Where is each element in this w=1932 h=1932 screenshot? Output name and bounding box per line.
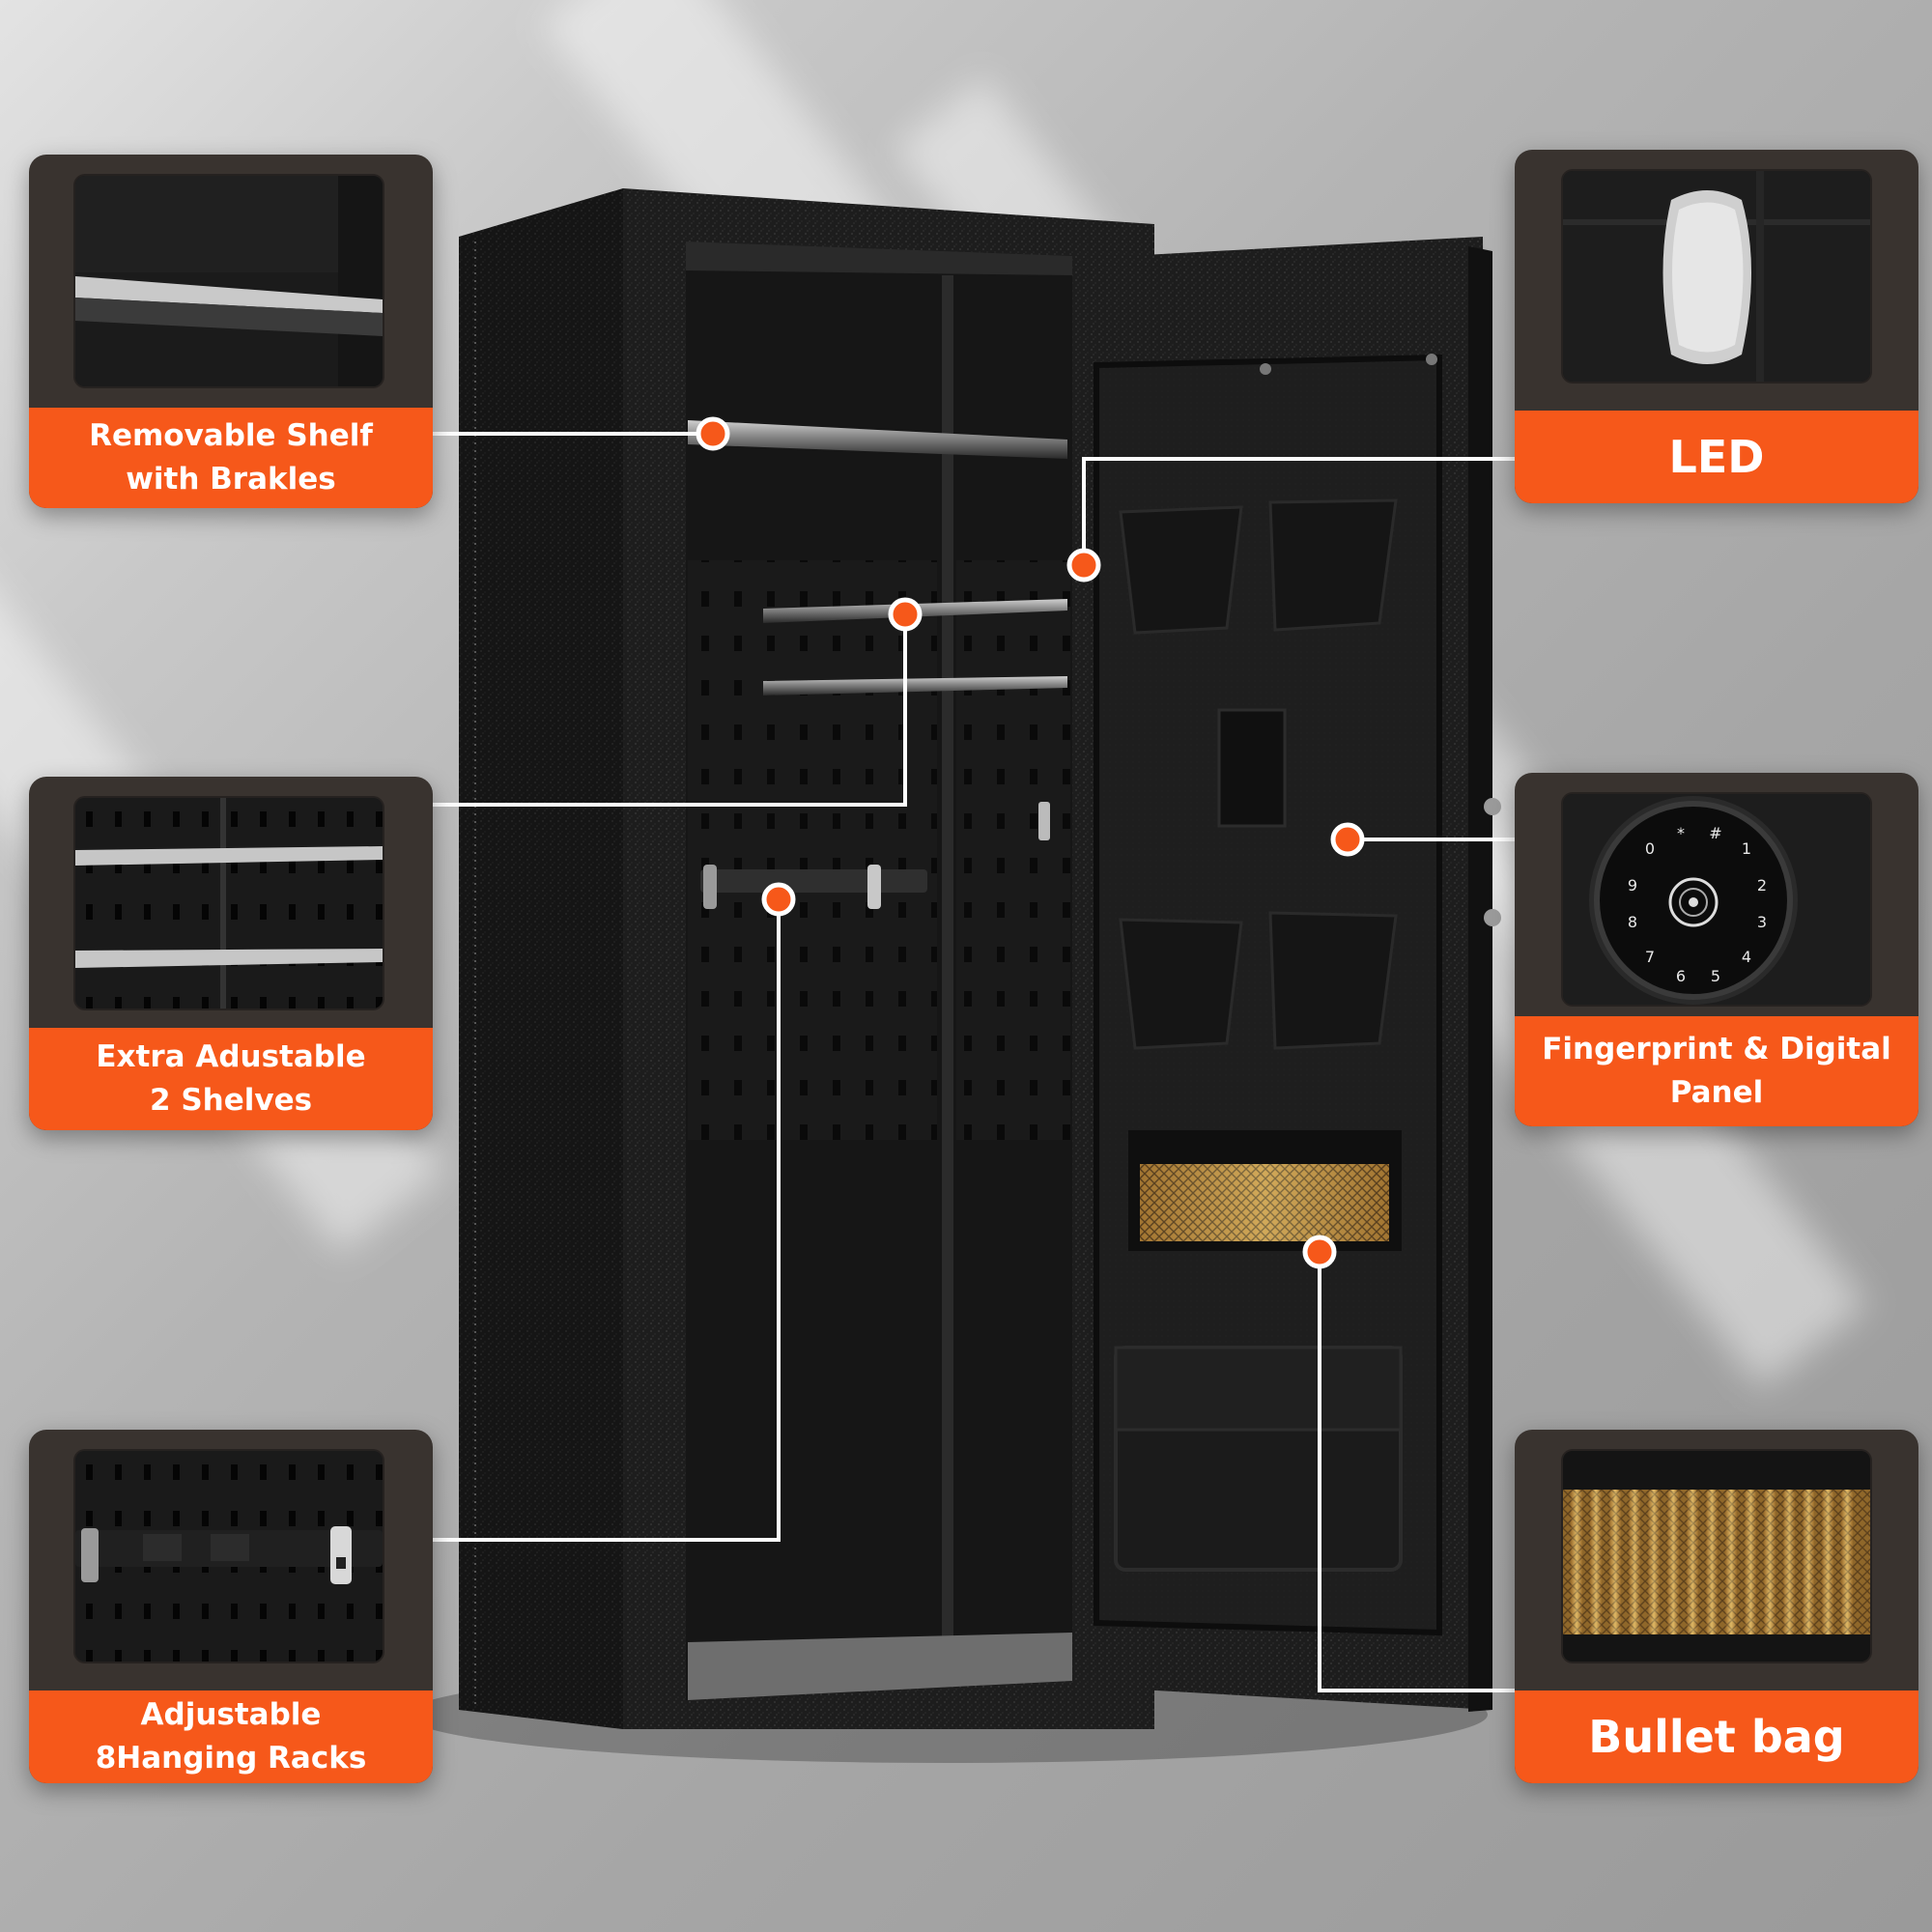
callout-dot-removable-shelf xyxy=(696,416,730,451)
keypad-key: 8 xyxy=(1628,913,1637,931)
callout-text-line: LED xyxy=(1668,431,1765,483)
callout-text-line: with Brakles xyxy=(126,462,336,497)
callout-label-bullet-bag: Bullet bag xyxy=(1515,1690,1918,1783)
keypad-key: 9 xyxy=(1628,876,1637,895)
keypad-key: 1 xyxy=(1742,839,1751,858)
keypad-key: 0 xyxy=(1645,839,1655,858)
callout-text-line: Bullet bag xyxy=(1588,1711,1845,1763)
keypad-key: 7 xyxy=(1645,948,1655,966)
callout-dot-hanging-racks xyxy=(761,882,796,917)
keypad-key: 5 xyxy=(1711,967,1720,985)
keypad-key: 3 xyxy=(1757,913,1767,931)
callout-card-fingerprint-panel: 1 2 3 4 5 6 7 8 9 0 * # Fingerprint & Di… xyxy=(1515,773,1918,1126)
fingerprint-panel-closeup: 1 2 3 4 5 6 7 8 9 0 * # xyxy=(1563,794,1870,1005)
hanging-racks-closeup xyxy=(75,1451,383,1662)
keypad-key: 4 xyxy=(1742,948,1751,966)
callout-card-hanging-racks: Adjustable 8Hanging Racks xyxy=(29,1430,433,1783)
callout-card-removable-shelf: Removable Shelf with Brakles xyxy=(29,155,433,508)
fingerprint-icon xyxy=(1668,877,1719,927)
callout-card-extra-shelves: Extra Adustable 2 Shelves xyxy=(29,777,433,1130)
callout-text-line: Fingerprint & Digital xyxy=(1542,1032,1891,1066)
callout-dot-extra-shelves xyxy=(888,597,923,632)
led-light-icon xyxy=(1662,190,1751,364)
extra-shelves-closeup xyxy=(75,798,383,1009)
callout-label-led: LED xyxy=(1515,411,1918,503)
callout-dot-fingerprint-panel xyxy=(1330,822,1365,857)
callout-dot-led xyxy=(1066,548,1101,582)
callout-label-fingerprint-panel: Fingerprint & Digital Panel xyxy=(1515,1016,1918,1126)
callout-dot-bullet-bag xyxy=(1302,1235,1337,1269)
keypad-key: 6 xyxy=(1676,967,1686,985)
callout-label-extra-shelves: Extra Adustable 2 Shelves xyxy=(29,1028,433,1130)
keypad-key: 2 xyxy=(1757,876,1767,895)
callout-label-removable-shelf: Removable Shelf with Brakles xyxy=(29,408,433,508)
callout-text-line: Adjustable xyxy=(140,1697,322,1732)
led-closeup xyxy=(1563,171,1870,382)
keypad-key: # xyxy=(1709,824,1721,842)
callout-text-line: 2 Shelves xyxy=(149,1083,313,1118)
callout-text-line: 8Hanging Racks xyxy=(95,1741,367,1776)
callout-card-led: LED xyxy=(1515,150,1918,503)
callout-label-hanging-racks: Adjustable 8Hanging Racks xyxy=(29,1690,433,1783)
callout-text-line: Extra Adustable xyxy=(96,1039,366,1074)
keypad-key: * xyxy=(1677,824,1685,842)
callout-card-bullet-bag: Bullet bag xyxy=(1515,1430,1918,1783)
callout-text-line: Panel xyxy=(1669,1075,1764,1110)
removable-shelf-closeup xyxy=(75,176,383,386)
bullet-bag-closeup xyxy=(1563,1451,1870,1662)
callout-text-line: Removable Shelf xyxy=(89,418,373,453)
